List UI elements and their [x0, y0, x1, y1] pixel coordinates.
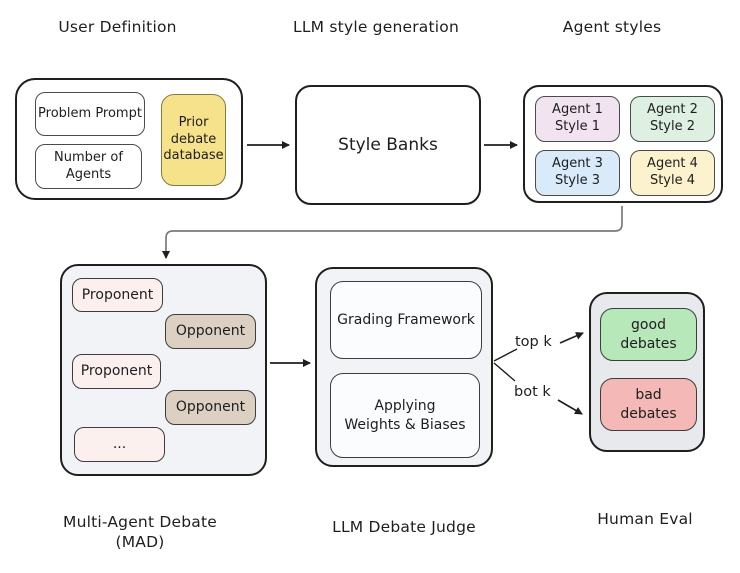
- bad-debates-box: bad debates: [600, 378, 697, 431]
- proponent-box-2: Proponent: [72, 354, 161, 389]
- agent-3-style-3-box: Agent 3 Style 3: [535, 150, 620, 196]
- number-of-agents-box: Number of Agents: [35, 144, 142, 189]
- arrow-top-k-to-good: [559, 332, 584, 344]
- human-eval-box: good debates bad debates: [589, 292, 705, 452]
- branch-line-top-k: [493, 348, 518, 362]
- agent-4-style-4-box: Agent 4 Style 4: [630, 150, 715, 196]
- multi-agent-debate-label: Multi-Agent Debate (MAD): [63, 513, 217, 552]
- agent-styles-box: Agent 1 Style 1 Agent 2 Style 2 Agent 3 …: [523, 85, 723, 203]
- user-definition-box: Problem Prompt Number of Agents Prior de…: [15, 78, 243, 200]
- applying-weights-biases-box: Applying Weights & Biases: [330, 373, 480, 458]
- llm-style-generation-title: LLM style generation: [293, 18, 459, 36]
- human-eval-label: Human Eval: [597, 510, 693, 528]
- opponent-box-2: Opponent: [165, 390, 256, 425]
- ellipsis-box: ...: [74, 427, 165, 462]
- opponent-box-1: Opponent: [165, 314, 256, 349]
- style-banks-label: Style Banks: [338, 135, 438, 155]
- llm-debate-judge-label: LLM Debate Judge: [332, 518, 476, 536]
- prior-debate-database-box: Prior debate database: [161, 94, 226, 186]
- bot-k-label: bot k: [514, 384, 551, 400]
- llm-debate-judge-box: Grading Framework Applying Weights & Bia…: [315, 267, 493, 467]
- connector-agentstyles-to-mad: [162, 206, 623, 259]
- agent-styles-title: Agent styles: [562, 18, 662, 36]
- grading-framework-box: Grading Framework: [330, 281, 482, 359]
- user-definition-title: User Definition: [58, 18, 177, 36]
- good-debates-box: good debates: [600, 308, 697, 361]
- top-k-label: top k: [515, 334, 552, 350]
- arrow-bot-k-to-bad: [557, 399, 583, 415]
- problem-prompt-box: Problem Prompt: [35, 92, 145, 136]
- multi-agent-debate-box: Proponent Opponent Proponent Opponent ..…: [60, 264, 267, 476]
- agent-1-style-1-box: Agent 1 Style 1: [535, 96, 620, 142]
- proponent-box-1: Proponent: [72, 278, 163, 312]
- style-banks-box: Style Banks: [295, 85, 481, 205]
- agent-2-style-2-box: Agent 2 Style 2: [630, 96, 715, 142]
- branch-line-bot-k: [493, 362, 516, 382]
